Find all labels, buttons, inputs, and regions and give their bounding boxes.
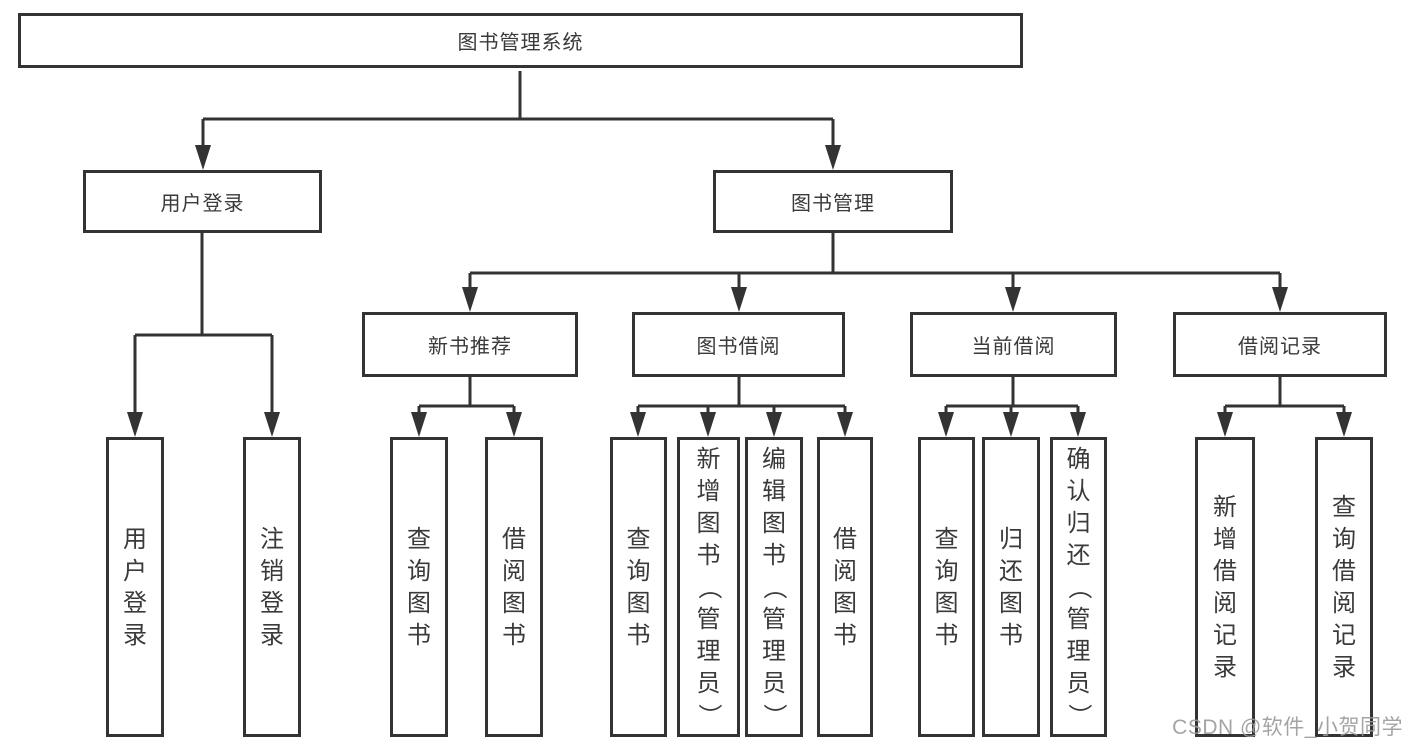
arrowhead [264, 412, 280, 437]
arrowhead [1272, 287, 1288, 312]
arrowhead [825, 145, 841, 170]
leaf-add-borrow-record: 新增借阅记录 [1195, 437, 1255, 737]
arrowhead [1070, 412, 1086, 437]
arrowhead [700, 412, 716, 437]
node-label: 编辑图书（管理员） [760, 445, 788, 728]
node-label: 新书推荐 [428, 336, 512, 358]
node-label: 新增图书（管理员） [695, 445, 722, 728]
node-borrow-records: 借阅记录 [1173, 312, 1387, 377]
arrowhead [411, 412, 427, 437]
node-label: 用户登录 [123, 525, 147, 649]
arrowhead [506, 412, 522, 437]
node-book-borrow: 图书借阅 [632, 312, 845, 377]
node-new-book-recommend: 新书推荐 [362, 312, 578, 377]
leaf-query-books-recommend: 查询图书 [390, 437, 448, 737]
leaf-query-borrow-record: 查询借阅记录 [1315, 437, 1373, 737]
node-label: 归还图书 [999, 525, 1023, 649]
node-label: 新增借阅记录 [1213, 493, 1237, 681]
leaf-query-books-borrow: 查询图书 [610, 437, 667, 737]
edges-root [195, 71, 841, 170]
edges-borrow-records [1217, 377, 1352, 437]
node-label: 查询图书 [934, 525, 959, 649]
leaf-edit-book-admin: 编辑图书（管理员） [745, 437, 803, 737]
arrowhead [195, 145, 211, 170]
leaf-add-book-admin: 新增图书（管理员） [677, 437, 740, 737]
edges-current-borrow [938, 377, 1086, 437]
node-user-login: 用户登录 [83, 170, 322, 233]
edges-user-login [127, 233, 280, 437]
edges-new-book-recommend [411, 377, 522, 437]
arrowhead [1217, 412, 1233, 437]
arrowhead [1336, 412, 1352, 437]
node-label: 查询借阅记录 [1332, 493, 1356, 681]
node-label: 图书管理 [791, 193, 875, 215]
leaf-user-login: 用户登录 [106, 437, 164, 737]
arrowhead [630, 412, 646, 437]
node-label: 查询图书 [626, 525, 651, 649]
node-current-borrow: 当前借阅 [910, 312, 1117, 377]
arrowhead [1005, 287, 1021, 312]
node-library-management-system: 图书管理系统 [18, 13, 1023, 68]
edges-book-management [462, 233, 1288, 312]
node-book-management: 图书管理 [713, 170, 953, 233]
leaf-query-books-current: 查询图书 [918, 437, 975, 737]
node-label: 确认归还（管理员） [1065, 445, 1092, 728]
node-label: 注销登录 [260, 525, 284, 649]
leaf-confirm-return-admin: 确认归还（管理员） [1050, 437, 1107, 737]
arrowhead [1003, 412, 1019, 437]
node-label: 用户登录 [160, 193, 245, 215]
arrowhead [731, 287, 747, 312]
node-label: 借阅记录 [1238, 336, 1322, 358]
leaf-borrow-books: 借阅图书 [817, 437, 873, 737]
node-label: 借阅图书 [502, 525, 526, 649]
node-label: 查询图书 [407, 525, 431, 649]
arrowhead [837, 412, 853, 437]
edges-book-borrow [630, 377, 853, 437]
node-label: 借阅图书 [833, 525, 857, 649]
leaf-return-books: 归还图书 [982, 437, 1040, 737]
leaf-borrow-books-recommend: 借阅图书 [485, 437, 543, 737]
arrowhead [766, 412, 782, 437]
node-label: 当前借阅 [971, 336, 1056, 358]
arrowhead [127, 412, 143, 437]
node-label: 图书借阅 [696, 336, 781, 358]
arrowhead [462, 287, 478, 312]
node-label: 图书管理系统 [457, 32, 584, 54]
leaf-logout: 注销登录 [243, 437, 301, 737]
arrowhead [938, 412, 954, 437]
